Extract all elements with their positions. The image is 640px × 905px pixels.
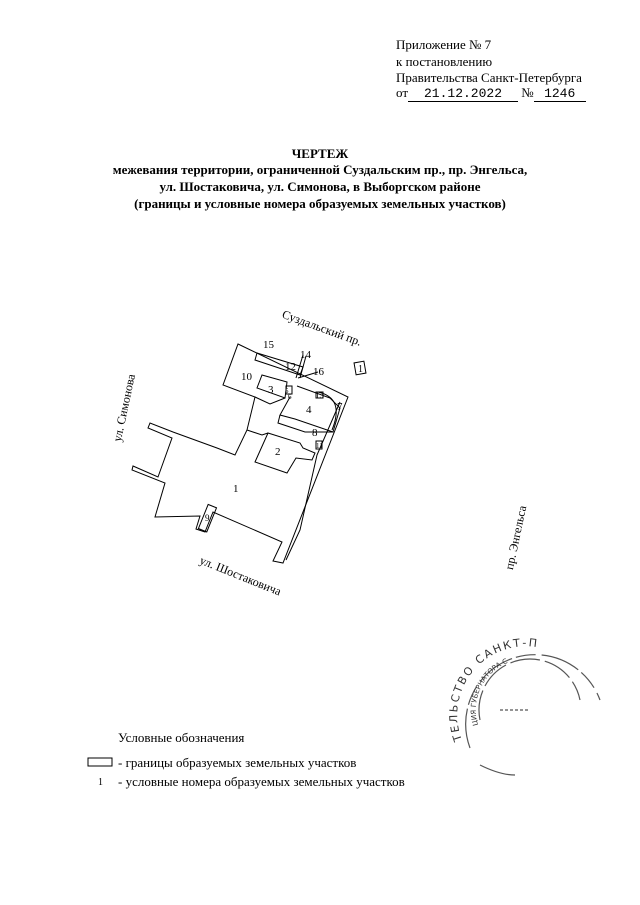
inner-line bbox=[254, 396, 286, 405]
legend-numbers-text: - условные номера образуемых земельных у… bbox=[118, 774, 405, 789]
outer-boundary bbox=[131, 343, 349, 564]
strip-line bbox=[285, 401, 341, 561]
parcel-label-8: 8 bbox=[312, 427, 318, 439]
parcel-label-6: 6 bbox=[288, 393, 292, 401]
parcel-11-box bbox=[315, 440, 323, 450]
parcel-label-2: 2 bbox=[275, 446, 281, 458]
parcel-6-box bbox=[285, 385, 293, 395]
parcel-label-11: 11 bbox=[316, 442, 323, 450]
detached-parcel-outline bbox=[353, 360, 367, 376]
legend-boundary-sample bbox=[87, 757, 113, 767]
parcel-label-7: 7 bbox=[337, 401, 343, 413]
parcel-label-13: 13 bbox=[315, 390, 325, 400]
number-prefix: № bbox=[521, 85, 534, 100]
svg-text:ТЕЛЬСТВО САНКТ-П: ТЕЛЬСТВО САНКТ-П bbox=[447, 636, 540, 744]
title-line-1: межевания территории, ограниченной Сузда… bbox=[112, 162, 528, 177]
title-line-2: ул. Шостаковича, ул. Симонова, в Выборгс… bbox=[159, 179, 481, 194]
parcel-label-12: 12 bbox=[285, 361, 296, 373]
parcel-12-15-outline bbox=[254, 352, 304, 376]
appendix-label: Приложение № 7 bbox=[396, 37, 492, 52]
decree-date: 21.12.2022 bbox=[408, 86, 519, 102]
parcel-7-curve bbox=[317, 391, 337, 431]
title-line-3: (границы и условные номера образуемых зе… bbox=[134, 196, 506, 211]
stamp-outer-text: ТЕЛЬСТВО САНКТ-П bbox=[447, 636, 538, 744]
decree-number: 1246 bbox=[533, 86, 586, 102]
official-stamp: ТЕЛЬСТВО САНКТ-П ЦИЯ ГУБЕРНАТОРА С bbox=[447, 636, 601, 776]
parcel-8-line bbox=[277, 414, 333, 433]
government-label: Правительства Санкт-Петербурга bbox=[396, 70, 582, 85]
parcel-label-15: 15 bbox=[263, 339, 275, 351]
parcel-label-4: 4 bbox=[306, 404, 312, 416]
legend-title: Условные обозначения bbox=[118, 730, 245, 745]
parcel-label-3: 3 bbox=[268, 384, 274, 396]
document-title: ЧЕРТЕЖ bbox=[291, 146, 349, 161]
parcel-label-10: 10 bbox=[241, 371, 253, 383]
detached-parcel-label: 1 bbox=[358, 364, 363, 375]
parcel-9-outline bbox=[197, 503, 218, 533]
inner-line bbox=[246, 429, 269, 436]
decree-label: к постановлению bbox=[396, 54, 493, 69]
parcel-13-box bbox=[315, 391, 324, 399]
parcel-label-9: 9 bbox=[205, 513, 210, 523]
legend-boundary-text: - границы образуемых земельных участков bbox=[118, 755, 357, 770]
parcel-label-5: 5 bbox=[285, 387, 289, 395]
legend-number-sample: 1 bbox=[98, 777, 103, 788]
parcel-label-16: 16 bbox=[313, 366, 325, 378]
parcel-label-14: 14 bbox=[300, 349, 312, 361]
parcel-label-1: 1 bbox=[233, 483, 239, 495]
parcel-labels: 1 2 3 4 5 6 7 8 9 10 11 12 13 14 15 16 1 bbox=[205, 339, 363, 523]
parcel-2-outline bbox=[254, 432, 316, 474]
date-prefix: от bbox=[396, 85, 409, 100]
